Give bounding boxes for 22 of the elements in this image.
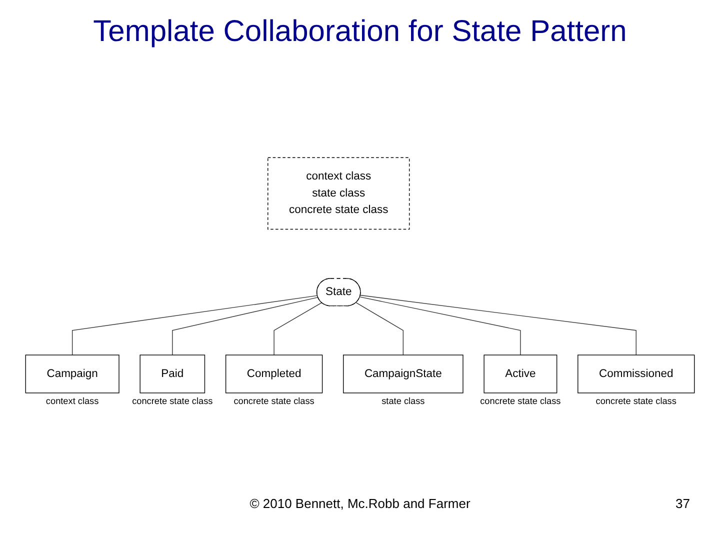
connector [356, 302, 404, 356]
role-label: concrete state class [480, 396, 561, 406]
node-box: Commissioned [578, 354, 695, 394]
role-label: context class [46, 396, 99, 406]
role-label: concrete state class [234, 396, 314, 406]
role-label: state class [382, 396, 425, 406]
node-box: context class state class concrete state class [268, 157, 410, 230]
connector [274, 302, 322, 356]
node-box: CampaignState [343, 354, 464, 394]
page-number: 37 [676, 496, 690, 511]
node-box: Campaign [25, 354, 120, 394]
connector [360, 296, 521, 356]
node-box: Active [484, 354, 558, 394]
node-box: Completed [225, 354, 323, 394]
slide-title: Template Collaboration for State Pattern [92, 14, 628, 50]
node-box: Paid [140, 354, 206, 394]
copyright-note: © 2010 Bennett, Mc.Robb and Farmer [250, 496, 470, 511]
connector [72, 295, 318, 356]
connector [360, 295, 636, 356]
role-label: concrete state class [596, 396, 676, 406]
connector [172, 297, 318, 356]
role-label: concrete state class [132, 396, 213, 406]
